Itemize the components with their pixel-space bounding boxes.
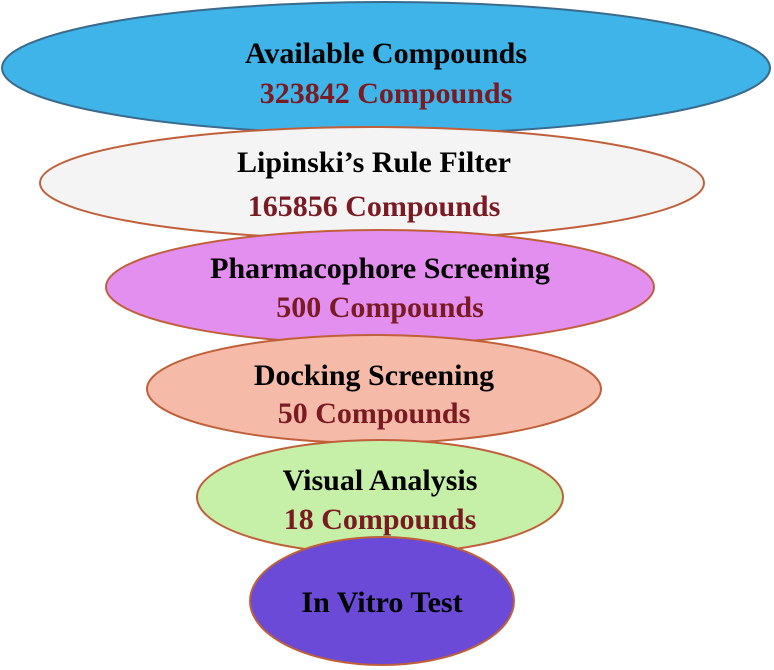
stage-ellipse-pharmacophore-screening [105,229,655,345]
funnel-stage-in-vitro-test: In Vitro Test [249,536,515,666]
stage-count-docking-screening: 50 Compounds [278,397,471,430]
stage-count-pharmacophore-screening: 500 Compounds [276,291,484,324]
stage-title-visual-analysis: Visual Analysis [283,464,478,497]
funnel-stage-visual-analysis: Visual Analysis 18 Compounds [196,439,564,555]
funnel-stage-docking-screening: Docking Screening 50 Compounds [146,334,602,444]
stage-title-in-vitro-test: In Vitro Test [301,586,462,619]
stage-title-lipinski-filter: Lipinski’s Rule Filter [237,146,511,179]
stage-ellipse-in-vitro-test [249,536,515,666]
stage-count-visual-analysis: 18 Compounds [284,503,477,536]
stage-title-pharmacophore-screening: Pharmacophore Screening [210,252,550,285]
stage-count-lipinski-filter: 165856 Compounds [248,190,501,223]
funnel-stage-pharmacophore-screening: Pharmacophore Screening 500 Compounds [105,229,655,345]
stage-title-available-compounds: Available Compounds [245,37,527,70]
funnel-stage-available-compounds: Available Compounds 323842 Compounds [1,1,771,135]
stage-count-available-compounds: 323842 Compounds [260,77,513,110]
funnel-stage-lipinski-filter: Lipinski’s Rule Filter 165856 Compounds [39,126,705,240]
stage-title-docking-screening: Docking Screening [254,359,494,392]
